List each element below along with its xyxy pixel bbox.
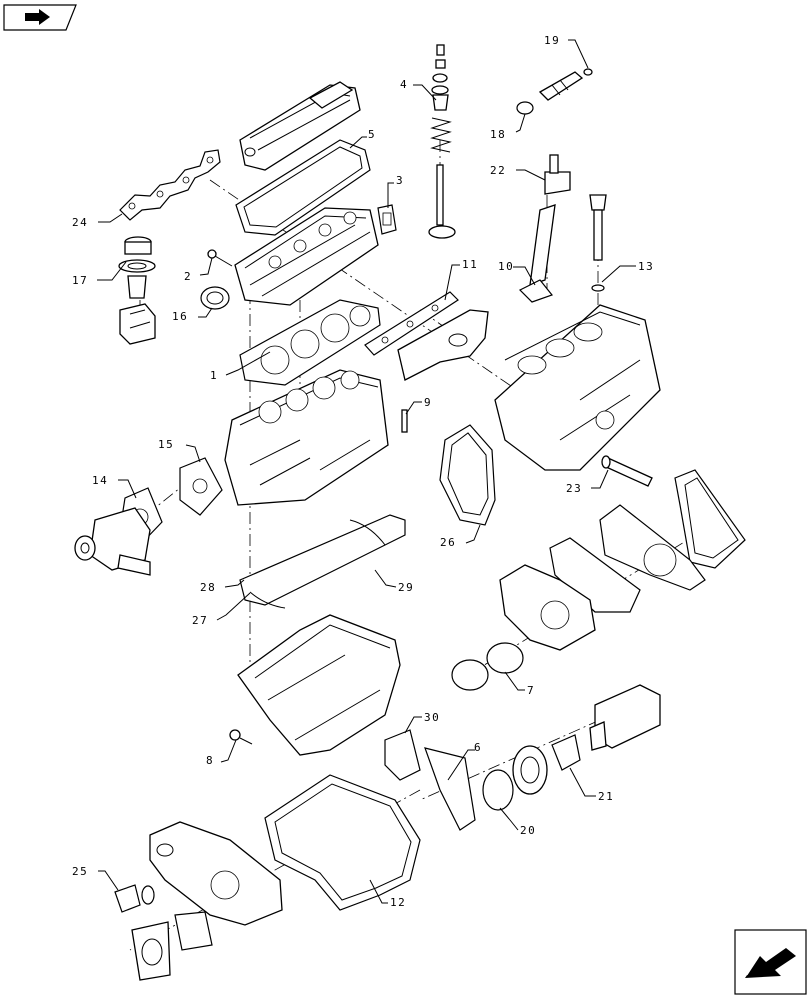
callout-19: 19 <box>544 34 560 47</box>
part-valve-keepers <box>431 44 449 95</box>
part-intake-manifold <box>397 309 489 381</box>
part-20-oring <box>482 769 514 811</box>
part-19-nut <box>583 68 593 76</box>
part-valve <box>428 164 456 239</box>
part-starter <box>589 684 661 751</box>
part-3-flange-gasket <box>377 204 397 235</box>
part-17-thermostat-stack <box>118 236 156 345</box>
part-oil-pan <box>237 614 401 756</box>
part-5-cover-gasket <box>235 139 371 236</box>
part-22-fitting <box>544 154 571 195</box>
part-engine-block <box>224 369 389 506</box>
part-30-gasket <box>384 729 421 781</box>
part-21-plate <box>551 734 581 771</box>
callout-18: 18 <box>490 128 506 141</box>
right-arrow-icon <box>25 9 50 25</box>
callout-29: 29 <box>398 581 414 594</box>
callout-20: 20 <box>520 824 536 837</box>
callout-5: 5 <box>368 128 376 141</box>
part-timing-cover <box>149 821 283 926</box>
part-11-intake-gasket <box>364 291 459 356</box>
part-27-seal <box>249 591 286 609</box>
part-9-stud <box>401 409 408 433</box>
nav-next-button[interactable] <box>3 4 77 31</box>
part-13-sensor <box>589 194 607 292</box>
callout-21: 21 <box>598 790 614 803</box>
callout-27: 27 <box>192 614 208 627</box>
part-timing-plate <box>599 504 706 591</box>
part-26-gasket <box>439 424 496 526</box>
part-18-washer <box>516 101 534 115</box>
part-23-bolt <box>601 455 653 487</box>
callout-8: 8 <box>206 754 214 767</box>
part-24-exhaust-gasket <box>119 149 221 221</box>
callout-15: 15 <box>158 438 174 451</box>
part-28-seal <box>349 519 386 546</box>
callout-30: 30 <box>424 711 440 724</box>
part-10-tube <box>518 204 556 303</box>
part-seal-housing <box>512 745 548 795</box>
callout-10: 10 <box>498 260 514 273</box>
part-timing-gasket-mid <box>549 537 641 613</box>
callout-labels: 1 2 3 4 5 6 7 8 9 10 11 12 13 14 15 16 1… <box>72 34 654 909</box>
part-water-pump <box>74 507 151 576</box>
part-16-seal-ring <box>200 286 230 310</box>
part-front-cover <box>499 564 596 651</box>
callout-11: 11 <box>462 258 478 271</box>
callout-7: 7 <box>527 684 535 697</box>
callout-1: 1 <box>210 369 218 382</box>
part-8-plug <box>229 729 253 745</box>
callout-14: 14 <box>92 474 108 487</box>
leader-lines <box>97 39 636 904</box>
part-12-gasket <box>264 774 421 911</box>
callout-4: 4 <box>400 78 408 91</box>
callout-22: 22 <box>490 164 506 177</box>
part-29-pan-gasket <box>239 514 406 606</box>
part-valve-cover <box>239 81 361 171</box>
part-25-plate <box>114 884 141 913</box>
part-15-gasket <box>179 457 223 516</box>
part-oring-small <box>141 885 155 905</box>
callout-9: 9 <box>424 396 432 409</box>
callout-17: 17 <box>72 274 88 287</box>
part-front-plate <box>131 911 213 981</box>
callout-26: 26 <box>440 536 456 549</box>
part-timing-gasket-upper <box>674 469 746 569</box>
callout-16: 16 <box>172 310 188 323</box>
callout-24: 24 <box>72 216 88 229</box>
part-4-retainer <box>432 94 449 111</box>
part-1-head-gasket <box>239 299 381 386</box>
part-cylinder-head <box>234 207 379 306</box>
callout-12: 12 <box>390 896 406 909</box>
part-engine-block-right <box>494 304 661 471</box>
part-injector <box>538 71 584 101</box>
callout-6: 6 <box>474 741 482 754</box>
callout-3: 3 <box>396 174 404 187</box>
part-7-seals <box>451 642 524 691</box>
callout-28: 28 <box>200 581 216 594</box>
callout-2: 2 <box>184 270 192 283</box>
callout-23: 23 <box>566 482 582 495</box>
nav-back-button[interactable] <box>734 929 807 995</box>
callout-13: 13 <box>638 260 654 273</box>
part-6-gasket <box>424 747 476 831</box>
return-arrow-icon <box>745 948 796 978</box>
callout-25: 25 <box>72 865 88 878</box>
part-valve-spring <box>430 117 452 153</box>
